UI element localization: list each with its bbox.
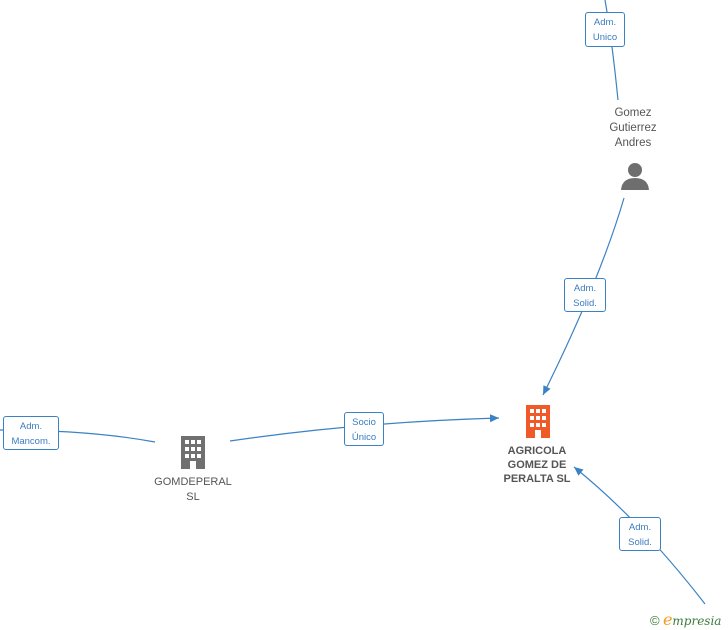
edge-label-adm-unico[interactable]: Adm. Unico xyxy=(585,12,625,47)
brand-word: mpresia xyxy=(672,614,722,628)
person-name-label[interactable]: Gomez Gutierrez Andres xyxy=(609,107,657,149)
edge-label-socio-unico[interactable]: Socio Único xyxy=(344,412,384,446)
copyright-symbol: © xyxy=(650,613,660,628)
main-company-label[interactable]: AGRICOLA GOMEZ DE PERALTA SL xyxy=(503,445,571,485)
gomdeperal-label[interactable]: GOMDEPERAL SL xyxy=(154,476,232,503)
main-company-building-icon[interactable] xyxy=(522,403,554,439)
edge-label-adm-solid-lower[interactable]: Adm. Solid. xyxy=(619,517,661,551)
empresia-logo: © empresia xyxy=(650,610,721,629)
brand-e: e xyxy=(662,610,673,629)
person-icon[interactable] xyxy=(620,161,650,191)
edge-label-adm-mancom[interactable]: Adm. Mancom. xyxy=(3,416,59,450)
edge-label-adm-solid-upper[interactable]: Adm. Solid. xyxy=(564,278,606,312)
building-icon[interactable] xyxy=(177,434,209,470)
